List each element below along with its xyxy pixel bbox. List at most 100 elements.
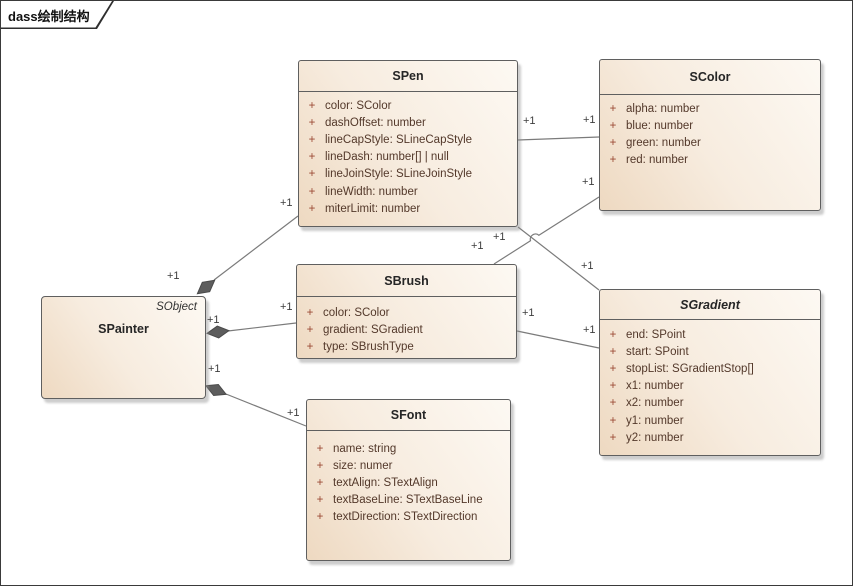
attribute-row: + color: SColor <box>299 97 517 114</box>
attribute-text: lineDash: number[] | null <box>325 151 449 164</box>
attribute-row: + alpha: number <box>600 100 820 117</box>
attribute-row: + textDirection: STextDirection <box>307 509 510 526</box>
visibility-plus: + <box>306 306 314 319</box>
visibility-plus: + <box>308 185 316 198</box>
attribute-text: textBaseLine: STextBaseLine <box>333 494 483 507</box>
visibility-plus: + <box>308 116 316 129</box>
multiplicity-spen-sgradient-source: +1 <box>493 231 506 243</box>
visibility-plus: + <box>316 459 324 472</box>
visibility-plus: + <box>609 328 617 341</box>
class-title: SBrush <box>384 273 429 288</box>
attribute-text: x2: number <box>626 397 684 410</box>
connector-sbrush-scolor[interactable] <box>493 196 600 265</box>
connector-spainter-spen[interactable] <box>213 215 299 281</box>
attribute-row: + gradient: SGradient <box>297 321 516 338</box>
attribute-row: + start: SPoint <box>600 343 820 360</box>
attribute-row: + lineCapStyle: SLineCapStyle <box>299 131 517 148</box>
visibility-plus: + <box>609 345 617 358</box>
class-title: SPen <box>392 69 424 83</box>
attribute-list: + name: string + size: numer + textAlign… <box>307 431 510 526</box>
attribute-row: + green: number <box>600 134 820 151</box>
connector-spainter-sfont[interactable] <box>225 393 307 427</box>
attribute-text: gradient: SGradient <box>323 323 423 336</box>
multiplicity-spainter-sbrush-target: +1 <box>280 301 293 313</box>
attribute-text: start: SPoint <box>626 345 689 358</box>
visibility-plus: + <box>609 136 617 149</box>
class-header: SGradient <box>600 290 820 320</box>
multiplicity-sbrush-sgradient-target: +1 <box>583 324 596 336</box>
multiplicity-spainter-sbrush-source: +1 <box>207 314 220 326</box>
connector-spainter-sbrush[interactable] <box>227 322 297 332</box>
class-sbrush[interactable]: SBrush + color: SColor + gradient: SGrad… <box>296 264 517 359</box>
multiplicity-spainter-spen-source: +1 <box>167 270 180 282</box>
multiplicity-sbrush-scolor-source: +1 <box>471 240 484 252</box>
class-header: SColor <box>600 60 820 95</box>
attribute-text: lineWidth: number <box>325 185 418 198</box>
attribute-text: name: string <box>333 442 397 455</box>
attribute-list: + end: SPoint + start: SPoint + stopList… <box>600 320 820 446</box>
attribute-row: + y1: number <box>600 412 820 429</box>
attribute-row: + textBaseLine: STextBaseLine <box>307 492 510 509</box>
attribute-row: + color: SColor <box>297 304 516 321</box>
attribute-text: dashOffset: number <box>325 116 426 129</box>
visibility-plus: + <box>316 494 324 507</box>
visibility-plus: + <box>308 202 316 215</box>
visibility-plus: + <box>609 119 617 132</box>
class-title: SGradient <box>680 297 740 312</box>
frame-title: dass绘制结构 <box>8 9 90 24</box>
composition-diamond-sbrush[interactable] <box>206 325 230 340</box>
attribute-text: color: SColor <box>325 99 392 112</box>
attribute-text: red: number <box>626 154 689 167</box>
attribute-row: + blue: number <box>600 117 820 134</box>
attribute-text: lineCapStyle: SLineCapStyle <box>325 133 473 146</box>
attribute-row: + textAlign: STextAlign <box>307 474 510 491</box>
multiplicity-spen-scolor-target: +1 <box>583 114 596 126</box>
class-header: SPen <box>299 61 517 92</box>
composition-diamond-sfont[interactable] <box>204 380 229 400</box>
visibility-plus: + <box>306 323 314 336</box>
class-sgradient[interactable]: SGradient + end: SPoint + start: SPoint … <box>599 289 821 456</box>
visibility-plus: + <box>609 102 617 115</box>
connector-spen-sgradient[interactable] <box>517 226 600 291</box>
attribute-row: + miterLimit: number <box>299 200 517 217</box>
visibility-plus: + <box>609 380 617 393</box>
attribute-row: + red: number <box>600 152 820 169</box>
attribute-text: miterLimit: number <box>325 202 421 215</box>
class-title: SPainter <box>98 322 149 336</box>
class-stereotype: SObject <box>156 301 197 313</box>
attribute-text: stopList: SGradientStop[] <box>626 362 754 375</box>
attribute-row: + stopList: SGradientStop[] <box>600 360 820 377</box>
attribute-row: + lineJoinStyle: SLineJoinStyle <box>299 166 517 183</box>
attribute-text: green: number <box>626 136 701 149</box>
multiplicity-spainter-sfont-target: +1 <box>287 407 300 419</box>
visibility-plus: + <box>316 442 324 455</box>
attribute-row: + size: numer <box>307 457 510 474</box>
attribute-text: alpha: number <box>626 102 700 115</box>
visibility-plus: + <box>306 340 314 353</box>
attribute-text: end: SPoint <box>626 328 686 341</box>
attribute-list: + color: SColor + gradient: SGradient + … <box>297 297 516 356</box>
visibility-plus: + <box>308 99 316 112</box>
attribute-row: + lineDash: number[] | null <box>299 149 517 166</box>
class-spen[interactable]: SPen + color: SColor + dashOffset: numbe… <box>298 60 518 227</box>
class-sfont[interactable]: SFont + name: string + size: numer + tex… <box>306 399 511 561</box>
attribute-text: y1: number <box>626 414 684 427</box>
class-spainter[interactable]: SObject SPainter <box>41 296 206 399</box>
connector-sbrush-sgradient[interactable] <box>516 330 600 349</box>
class-header: SFont <box>307 400 510 431</box>
attribute-text: size: numer <box>333 459 393 472</box>
visibility-plus: + <box>308 133 316 146</box>
class-scolor[interactable]: SColor + alpha: number + blue: number + … <box>599 59 821 211</box>
attribute-text: type: SBrushType <box>323 340 414 353</box>
attribute-row: + end: SPoint <box>600 326 820 343</box>
multiplicity-sbrush-sgradient-source: +1 <box>522 307 535 319</box>
class-title: SFont <box>390 408 427 422</box>
attribute-text: textDirection: STextDirection <box>333 511 478 524</box>
composition-diamond-spen[interactable] <box>194 275 219 298</box>
attribute-row: + name: string <box>307 440 510 457</box>
connector-spen-scolor[interactable] <box>517 136 600 141</box>
class-title: SColor <box>689 70 731 84</box>
multiplicity-spainter-sfont-source: +1 <box>208 363 221 375</box>
